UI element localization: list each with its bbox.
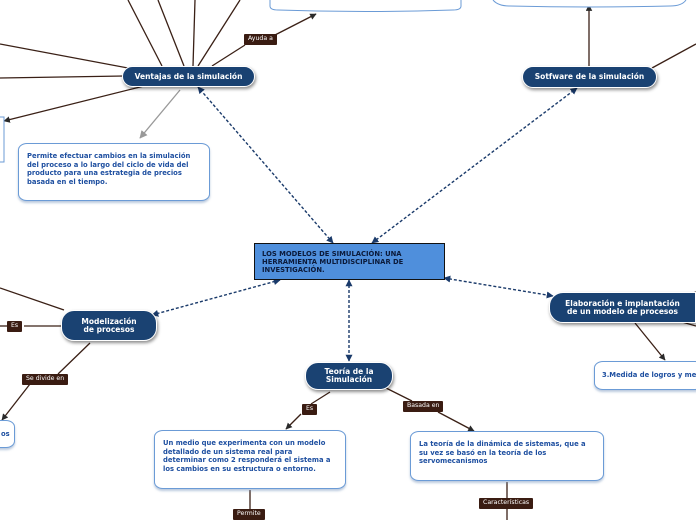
line-ventajas-up1: [127, 0, 163, 67]
tag-basada: Basada en: [403, 401, 444, 412]
line-software-right: [651, 43, 696, 69]
link-central-modelizacion: [151, 278, 281, 317]
line-ventajas-up3: [192, 0, 196, 67]
line-ventajas-up2: [157, 0, 185, 67]
line-es-medio: [285, 413, 302, 430]
partial-note-top-center: [269, 0, 462, 12]
line-teoria-basada: [385, 387, 413, 402]
line-ventajas-ayuda: [211, 44, 246, 67]
link-central-ventajas: [197, 86, 334, 244]
tag-ayuda: Ayuda a: [244, 34, 277, 45]
line-ventajas-up4: [197, 0, 241, 67]
line-teoria-es: [310, 391, 331, 405]
note-cambios[interactable]: Permite efectuar cambios en la simulació…: [18, 143, 210, 201]
node-ventajas[interactable]: Ventajas de la simulación: [122, 66, 255, 87]
link-central-software: [371, 87, 578, 244]
line-ventajas-left3: [3, 85, 145, 123]
link-central-elaboracion: [443, 275, 554, 299]
tag-es-mid: Es: [302, 404, 318, 415]
partial-note-left: [0, 116, 5, 163]
note-partial-left[interactable]: os: [0, 420, 15, 448]
line-modelizacion-left: [0, 287, 65, 311]
note-dinamica[interactable]: La teoría de la dinámica de sistemas, qu…: [410, 431, 604, 481]
node-teoria[interactable]: Teoría de la Simulación: [305, 362, 393, 390]
line-ayuda-note: [274, 13, 317, 36]
node-modelizacion[interactable]: Modelización de procesos: [61, 310, 157, 341]
note-medio[interactable]: Un medio que experimenta con un modelo d…: [154, 430, 346, 489]
line-ventajas-left2: [0, 75, 125, 79]
central-topic[interactable]: LOS MODELOS DE SIMULACIÓN: UNA HERRAMIEN…: [254, 243, 445, 280]
node-software[interactable]: Sotfware de la simulación: [522, 66, 657, 88]
line-basada-dinamica: [437, 411, 475, 432]
tag-permite: Permite: [233, 509, 265, 520]
line-ventajas-left1: [0, 43, 129, 69]
tag-es-left: Es: [7, 321, 23, 332]
line-divide-down: [1, 383, 31, 421]
partial-note-top-right: [492, 0, 687, 8]
line-modelizacion-divide: [57, 342, 91, 375]
line-elaboracion-down: [634, 322, 666, 361]
note-medida[interactable]: 3.Medida de logros y me: [594, 361, 696, 390]
tag-caracteristicas: Características: [479, 498, 534, 509]
tag-divide: Se divide en: [22, 374, 69, 385]
line-ventajas-note: [139, 89, 181, 139]
node-elaboracion[interactable]: Elaboración e implantación de un modelo …: [549, 292, 696, 323]
